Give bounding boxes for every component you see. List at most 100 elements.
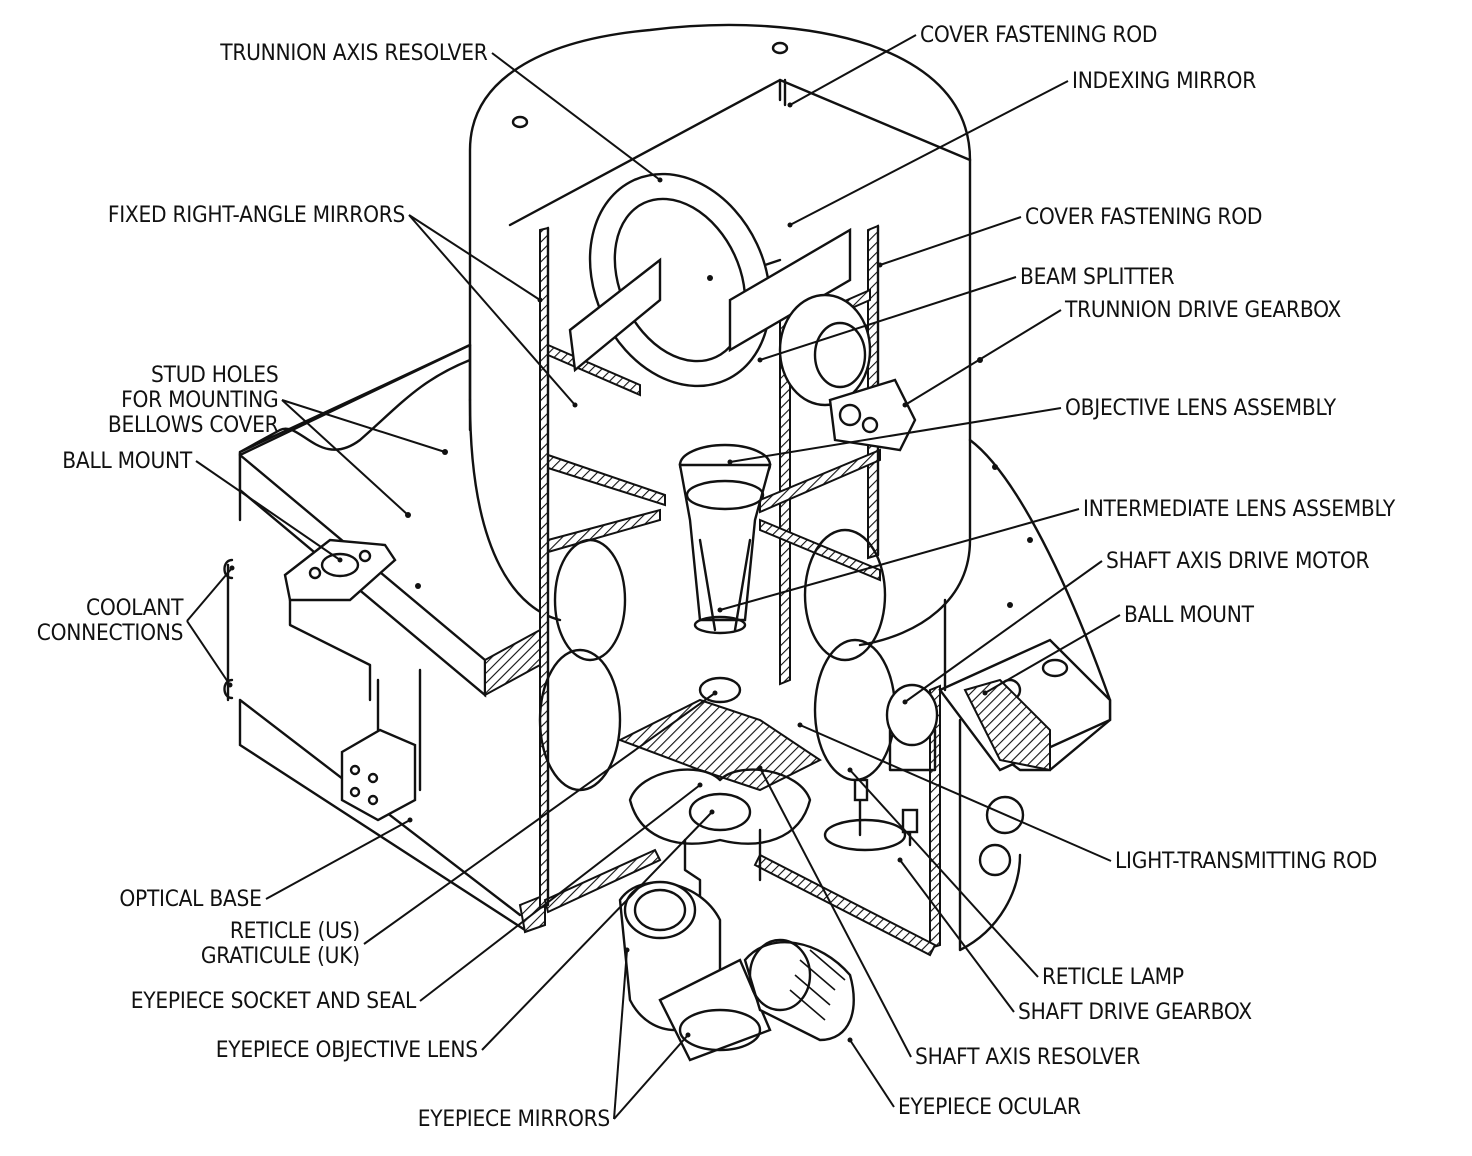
- leader-line-stud-holes: [281, 399, 409, 516]
- label-line: SHAFT DRIVE GEARBOX: [1018, 999, 1252, 1025]
- label-eyepiece-objective-lens: EYEPIECE OBJECTIVE LENS: [216, 1038, 478, 1063]
- leader-end-trunnion-drive-gearbox: [902, 402, 908, 408]
- lens-column: [538, 443, 897, 792]
- leader-end-stud-holes: [405, 512, 411, 518]
- leader-end-beam-splitter: [757, 357, 763, 363]
- leader-end-ball-mount-left: [337, 557, 343, 563]
- leader-end-reticle: [712, 690, 718, 696]
- label-line: COVER FASTENING ROD: [1025, 204, 1263, 230]
- leader-line-cover-fastening-rod-mid: [879, 216, 1022, 266]
- ball-mount-left-part: [283, 538, 422, 822]
- label-line: INTERMEDIATE LENS ASSEMBLY: [1083, 496, 1395, 522]
- leader-line-beam-splitter: [759, 276, 1017, 361]
- label-line: COOLANT: [85, 596, 183, 621]
- label-trunnion-drive-gearbox: TRUNNION DRIVE GEARBOX: [1065, 298, 1341, 323]
- label-beam-splitter: BEAM SPLITTER: [1020, 264, 1175, 290]
- label-line: RETICLE (US): [230, 919, 360, 944]
- leader-line-coolant-connections: [186, 620, 231, 686]
- label-line: TRUNNION AXIS RESOLVER: [220, 40, 489, 66]
- leader-end-optical-base: [407, 817, 413, 823]
- leader-line-trunnion-drive-gearbox: [904, 309, 1062, 406]
- label-indexing-mirror: INDEXING MIRROR: [1072, 69, 1256, 94]
- label-line: OBJECTIVE LENS ASSEMBLY: [1065, 395, 1336, 421]
- label-line: OPTICAL BASE: [119, 886, 263, 912]
- label-line: STUD HOLES: [150, 362, 279, 388]
- label-intermediate-lens-assembly: INTERMEDIATE LENS ASSEMBLY: [1083, 497, 1395, 522]
- label-eyepiece-socket-and-seal: EYEPIECE SOCKET AND SEAL: [131, 989, 416, 1014]
- label-reticle: RETICLE (US)GRATICULE (UK): [201, 919, 360, 969]
- leader-line-shaft-axis-drive-motor: [904, 560, 1103, 703]
- label-line: INDEXING MIRROR: [1072, 68, 1256, 94]
- label-line: EYEPIECE MIRRORS: [417, 1106, 611, 1132]
- leader-line-eyepiece-socket-and-seal: [419, 784, 701, 1002]
- label-shaft-axis-resolver: SHAFT AXIS RESOLVER: [915, 1045, 1140, 1070]
- leader-line-eyepiece-objective-lens: [481, 811, 713, 1051]
- label-line: EYEPIECE OCULAR: [898, 1094, 1081, 1120]
- leader-end-coolant-connections: [229, 565, 235, 571]
- leader-line-ball-mount-right: [984, 614, 1121, 694]
- leader-end-intermediate-lens-assembly: [717, 607, 723, 613]
- label-line: EYEPIECE OBJECTIVE LENS: [215, 1037, 478, 1063]
- leader-line-eyepiece-ocular: [849, 1039, 895, 1108]
- label-fixed-right-angle-mirrors: FIXED RIGHT-ANGLE MIRRORS: [107, 202, 406, 228]
- label-line: RETICLE LAMP: [1042, 964, 1184, 990]
- leader-line-coolant-connections: [186, 567, 233, 622]
- label-eyepiece-mirrors: EYEPIECE MIRRORS: [417, 1106, 611, 1132]
- label-optical-base: OPTICAL BASE: [119, 886, 263, 912]
- leader-line-fixed-right-angle-mirrors: [408, 214, 576, 406]
- label-line: BALL MOUNT: [1124, 602, 1254, 628]
- label-cover-fastening-rod-top: COVER FASTENING ROD: [920, 23, 1157, 48]
- leader-end-indexing-mirror: [787, 222, 793, 228]
- leader-line-eyepiece-mirrors: [613, 1034, 689, 1120]
- leader-line-optical-base: [265, 819, 411, 900]
- leader-end-shaft-axis-drive-motor: [902, 699, 908, 705]
- leader-line-reticle-lamp: [849, 769, 1039, 978]
- label-line: BEAM SPLITTER: [1020, 264, 1175, 290]
- label-light-transmitting-rod: LIGHT-TRANSMITTING ROD: [1115, 849, 1377, 874]
- leader-end-shaft-drive-gearbox: [897, 857, 903, 863]
- leader-lines: [186, 34, 1121, 1120]
- leader-line-indexing-mirror: [789, 80, 1069, 226]
- label-line: BELLOWS COVER: [107, 412, 278, 438]
- leader-end-fixed-right-angle-mirrors: [572, 402, 578, 408]
- leader-end-eyepiece-mirrors: [685, 1032, 691, 1038]
- leader-line-light-transmitting-rod: [799, 724, 1112, 862]
- label-line: LIGHT-TRANSMITTING ROD: [1115, 848, 1378, 874]
- leader-end-eyepiece-socket-and-seal: [697, 782, 703, 788]
- eyepiece-assembly: [618, 828, 855, 1062]
- label-line: TRUNNION DRIVE GEARBOX: [1065, 297, 1342, 323]
- label-line: CONNECTIONS: [36, 621, 184, 646]
- leader-line-ball-mount-left: [195, 460, 341, 561]
- leader-line-trunnion-axis-resolver: [491, 52, 661, 181]
- label-line: SHAFT AXIS DRIVE MOTOR: [1106, 548, 1370, 574]
- label-shaft-drive-gearbox: SHAFT DRIVE GEARBOX: [1018, 1000, 1252, 1025]
- leader-end-ball-mount-right: [982, 690, 988, 696]
- label-eyepiece-ocular: EYEPIECE OCULAR: [898, 1095, 1081, 1120]
- label-line: SHAFT AXIS RESOLVER: [915, 1044, 1141, 1070]
- leader-end-stud-holes: [442, 449, 448, 455]
- label-line: EYEPIECE SOCKET AND SEAL: [130, 988, 416, 1014]
- leader-end-eyepiece-ocular: [847, 1037, 853, 1043]
- label-reticle-lamp: RETICLE LAMP: [1042, 965, 1184, 990]
- leader-end-cover-fastening-rod-mid: [877, 262, 883, 268]
- label-ball-mount-left: BALL MOUNT: [62, 449, 192, 474]
- leader-end-light-transmitting-rod: [797, 722, 803, 728]
- leader-end-cover-fastening-rod-top: [787, 102, 793, 108]
- leader-line-stud-holes: [281, 399, 446, 453]
- leader-end-eyepiece-objective-lens: [709, 809, 715, 815]
- label-ball-mount-right: BALL MOUNT: [1124, 603, 1254, 628]
- label-cover-fastening-rod-mid: COVER FASTENING ROD: [1025, 205, 1262, 230]
- leader-line-shaft-drive-gearbox: [899, 859, 1015, 1013]
- label-trunnion-axis-resolver: TRUNNION AXIS RESOLVER: [220, 40, 489, 66]
- leader-end-objective-lens-assembly: [727, 459, 733, 465]
- label-line: BALL MOUNT: [62, 448, 192, 474]
- label-line: COVER FASTENING ROD: [920, 22, 1158, 48]
- leader-end-trunnion-axis-resolver: [657, 177, 663, 183]
- label-line: FIXED RIGHT-ANGLE MIRRORS: [107, 202, 406, 228]
- leader-line-reticle: [363, 692, 716, 945]
- leader-line-objective-lens-assembly: [729, 407, 1062, 463]
- label-line: FOR MOUNTING: [120, 387, 279, 413]
- label-shaft-axis-drive-motor: SHAFT AXIS DRIVE MOTOR: [1106, 548, 1370, 574]
- upper-optics: [568, 172, 917, 452]
